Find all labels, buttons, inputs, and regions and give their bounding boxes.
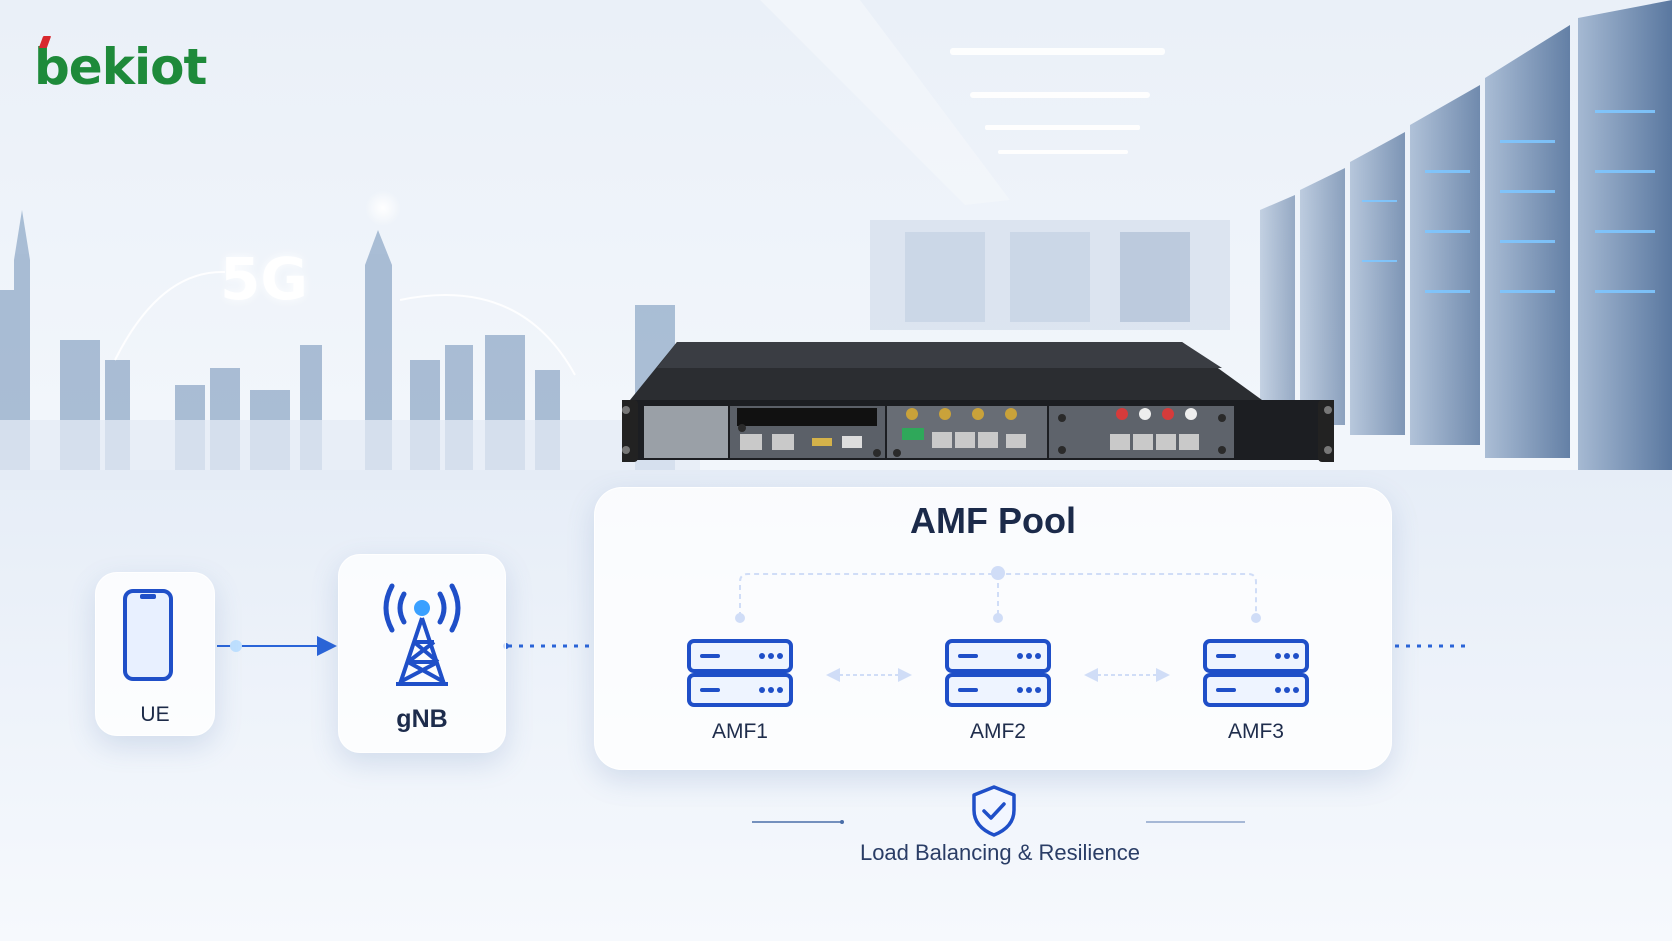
- amf3-label: AMF3: [1227, 720, 1284, 743]
- gnb-label: gNB: [396, 705, 448, 733]
- amf3-server-icon: [1203, 639, 1309, 707]
- bekiot-logo: bekiot: [34, 36, 207, 96]
- logo-text: bekiot: [34, 38, 207, 96]
- cell-tower-icon: [383, 583, 461, 686]
- ue-label: UE: [140, 703, 170, 726]
- amf2-label: AMF2: [969, 720, 1026, 743]
- load-balancing-label: Load Balancing & Resilience: [859, 840, 1141, 865]
- amf1-server-icon: [687, 639, 793, 707]
- shield-check-icon: [972, 785, 1016, 837]
- rack-server-device: [622, 342, 1334, 462]
- amf-pool-title: AMF Pool: [910, 500, 1076, 541]
- amf-pool-card: [594, 487, 1392, 770]
- smartphone-icon: [123, 589, 173, 681]
- amf2-server-icon: [945, 639, 1051, 707]
- amf1-label: AMF1: [711, 720, 768, 743]
- 5g-badge: 5G: [220, 245, 308, 313]
